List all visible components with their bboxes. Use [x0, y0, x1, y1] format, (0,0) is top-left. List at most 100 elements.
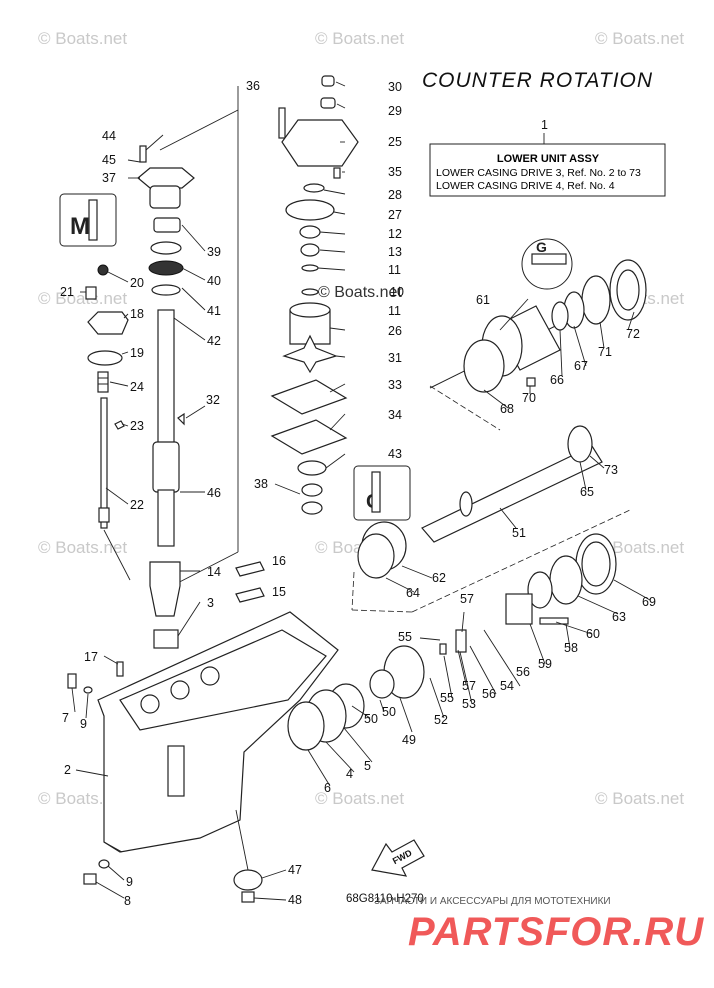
callout-5: 5	[364, 759, 371, 773]
assy-line-2: LOWER CASING DRIVE 4, Ref. No. 4	[436, 180, 615, 192]
svg-text:M: M	[70, 213, 90, 240]
callout-30: 30	[388, 80, 402, 94]
callout-31: 31	[388, 351, 402, 365]
callout-56: 56	[516, 665, 530, 679]
callout-36: 36	[246, 79, 260, 93]
callout-8: 8	[124, 894, 131, 908]
partsfor-subtitle: ЗАПЧАСТИ И АКСЕССУАРЫ ДЛЯ МОТОТЕХНИКИ	[374, 896, 611, 907]
callout-67: 67	[574, 359, 588, 373]
callout-numbers: 30 29 25 35 28 27 12 13 11 10 11 26 31 3…	[60, 79, 656, 908]
callout-56: 56	[482, 687, 496, 701]
callout-65: 65	[580, 485, 594, 499]
callout-17: 17	[84, 650, 98, 664]
lower-casing	[97, 611, 339, 853]
boats-watermark: © Boats.net	[315, 789, 404, 808]
callout-38: 38	[254, 477, 268, 491]
partsfor-logo: ЗАПЧАСТИ И АКСЕССУАРЫ ДЛЯ МОТОТЕХНИКИ PA…	[374, 896, 708, 954]
callout-6: 6	[324, 781, 331, 795]
boats-watermark: © Boats.net	[38, 289, 127, 308]
callout-32: 32	[206, 393, 220, 407]
callout-14: 14	[207, 565, 221, 579]
drawing-code: 68G8110-H270	[346, 893, 424, 905]
assy-heading: LOWER UNIT ASSY	[497, 153, 600, 165]
callout-45: 45	[102, 153, 116, 167]
callout-9: 9	[80, 717, 87, 731]
callout-19: 19	[130, 346, 144, 360]
partsfor-wordmark: PARTSFOR.RU	[408, 910, 705, 954]
callout-39: 39	[207, 245, 221, 259]
callout-29: 29	[388, 104, 402, 118]
callout-9: 9	[126, 875, 133, 889]
callout-26: 26	[388, 324, 402, 338]
callout-16: 16	[272, 554, 286, 568]
callout-12: 12	[388, 227, 402, 241]
callout-28: 28	[388, 188, 402, 202]
callout-4: 4	[346, 767, 353, 781]
callout-54: 54	[500, 679, 514, 693]
callout-21: 21	[60, 285, 74, 299]
callout-2: 2	[64, 763, 71, 777]
boats-watermark-dark: © Boats.net	[318, 284, 402, 301]
callout-73: 73	[604, 463, 618, 477]
callout-64: 64	[406, 586, 420, 600]
callout-62: 62	[432, 571, 446, 585]
callout-25: 25	[388, 135, 402, 149]
callout-10: 10	[390, 285, 404, 299]
callout-48: 48	[288, 893, 302, 907]
lower-left-small-parts	[67, 561, 265, 903]
callout-66: 66	[550, 373, 564, 387]
callout-72: 72	[626, 327, 640, 341]
fwd-arrow: FWD	[371, 839, 425, 877]
callout-51: 51	[512, 526, 526, 540]
boats-watermark: © Boats.net	[315, 29, 404, 48]
boats-watermark: © Boats.net	[38, 29, 127, 48]
callout-23: 23	[130, 419, 144, 433]
driveshaft-stack	[137, 145, 195, 649]
callout-37: 37	[102, 171, 116, 185]
callout-11: 11	[388, 304, 401, 318]
callout-71: 71	[598, 345, 612, 359]
callout-13: 13	[388, 245, 402, 259]
boats-watermark: © Boats.net	[595, 789, 684, 808]
callout-35: 35	[388, 165, 402, 179]
forward-gear-frame	[351, 385, 631, 613]
boats-watermark: © Boats.net	[38, 538, 127, 557]
shift-rod-group: M	[59, 193, 131, 581]
assy-box	[429, 143, 666, 197]
callout-18: 18	[130, 307, 144, 321]
callout-22: 22	[130, 498, 144, 512]
callout-61: 61	[476, 293, 490, 307]
callout-3: 3	[207, 596, 214, 610]
diagram-title: COUNTER ROTATION	[422, 69, 653, 92]
boats-watermark: © Boats.net	[595, 29, 684, 48]
leader-lines	[71, 81, 651, 901]
propeller-shaft	[287, 425, 617, 751]
svg-text:G: G	[536, 239, 547, 255]
assy-line-1: LOWER CASING DRIVE 3, Ref. No. 2 to 73	[436, 167, 641, 179]
callout-15: 15	[272, 585, 286, 599]
callout-58: 58	[564, 641, 578, 655]
callout-59: 59	[538, 657, 552, 671]
callout-42: 42	[207, 334, 221, 348]
callout-55: 55	[440, 691, 454, 705]
callout-43: 43	[388, 447, 402, 461]
callout-60: 60	[586, 627, 600, 641]
callout-40: 40	[207, 274, 221, 288]
callout-33: 33	[388, 378, 402, 392]
callout-20: 20	[130, 276, 144, 290]
callout-34: 34	[388, 408, 402, 422]
callout-27: 27	[388, 208, 402, 222]
callout-7: 7	[62, 711, 69, 725]
callout-55: 55	[398, 630, 412, 644]
callout-41: 41	[207, 304, 221, 318]
callout-52: 52	[434, 713, 448, 727]
callout-69: 69	[642, 595, 656, 609]
callout-53: 53	[462, 697, 476, 711]
callout-50: 50	[364, 712, 378, 726]
boats-watermark: © Boats.net	[595, 538, 684, 557]
callout-68: 68	[500, 402, 514, 416]
callout-70: 70	[522, 391, 536, 405]
callout-50: 50	[382, 705, 396, 719]
callout-49: 49	[402, 733, 416, 747]
